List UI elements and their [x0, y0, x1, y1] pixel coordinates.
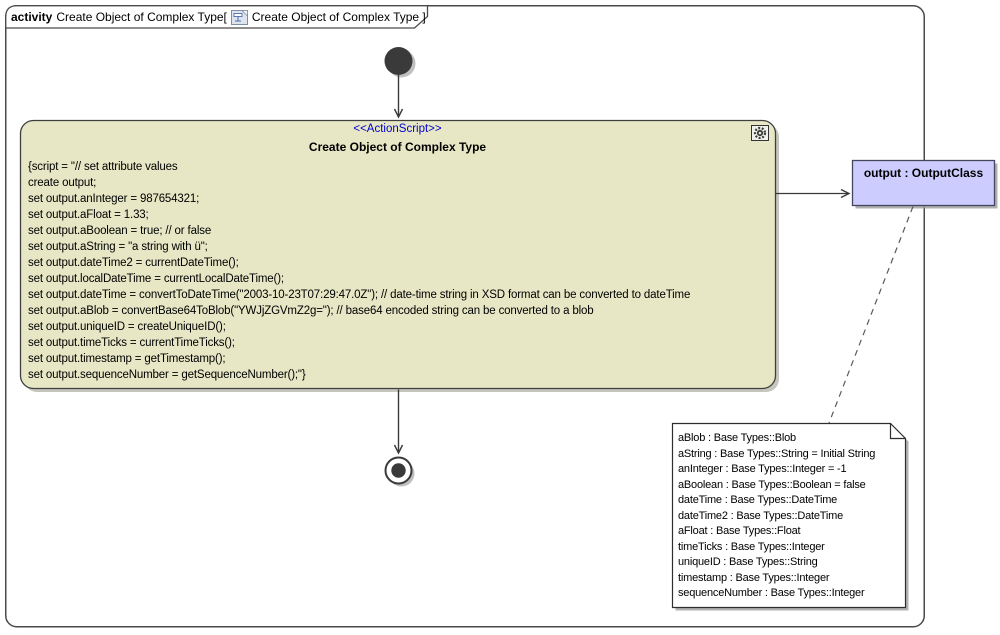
activity-diagram-icon	[230, 9, 248, 25]
script-line: set output.timeTicks = currentTimeTicks(…	[28, 337, 235, 349]
script-line: set output.aBoolean = true; // or false	[28, 225, 212, 237]
frame-diagram-name: Create Object of Complex Type ]	[251, 10, 426, 24]
script-line: set output.aBlob = convertBase64ToBlob("…	[28, 305, 594, 317]
note-line: sequenceNumber : Base Types::Integer	[678, 587, 865, 599]
initial-node[interactable]	[384, 47, 413, 75]
action-script-body: {script = "// set attribute values creat…	[28, 159, 770, 383]
output-object-label: output : OutputClass	[863, 166, 984, 180]
activity-final-node[interactable]	[384, 456, 415, 487]
action-name: Create Object of Complex Type	[308, 140, 487, 154]
script-line: set output.anInteger = 987654321;	[28, 193, 200, 205]
action-stereotype: <<ActionScript>>	[353, 123, 442, 135]
script-line: set output.aFloat = 1.33;	[28, 209, 149, 221]
note-line: uniqueID : Base Types::String	[678, 556, 818, 568]
note-anchor-line[interactable]	[828, 206, 914, 424]
note-line: timeTicks : Base Types::Integer	[678, 540, 825, 553]
note-line: aBlob : Base Types::Blob	[678, 432, 796, 444]
note[interactable]	[671, 422, 907, 609]
action-node[interactable]	[19, 119, 777, 390]
note-line: dateTime : Base Types::DateTime	[678, 494, 838, 506]
note-line: aBoolean : Base Types::Boolean = false	[678, 478, 866, 491]
note-line: timestamp : Base Types::Integer	[678, 571, 830, 584]
script-line: set output.dateTime2 = currentDateTime()…	[28, 257, 239, 269]
output-object-node[interactable]	[851, 159, 996, 207]
note-line: anInteger : Base Types::Integer = -1	[678, 463, 847, 475]
script-line: set output.aString = "a string with ü";	[28, 241, 208, 253]
script-line: set output.sequenceNumber = getSequenceN…	[28, 369, 306, 381]
script-line: set output.timestamp = getTimestamp();	[28, 353, 226, 365]
script-line: {script = "// set attribute values	[28, 161, 178, 173]
gear-icon	[751, 125, 769, 141]
note-line: aFloat : Base Types::Float	[678, 525, 801, 537]
note-body: aBlob : Base Types::Blob aString : Base …	[678, 431, 904, 602]
note-line: aString : Base Types::String = Initial S…	[678, 447, 876, 460]
script-line: set output.localDateTime = currentLocalD…	[28, 273, 284, 285]
script-line: create output;	[28, 177, 97, 189]
frame-title: activity Create Object of Complex Type[ …	[11, 9, 426, 25]
frame-name: Create Object of Complex Type[	[56, 10, 227, 24]
note-fold-corner	[889, 423, 906, 440]
note-line: dateTime2 : Base Types::DateTime	[678, 509, 843, 522]
frame-title-tab	[5, 5, 429, 29]
script-line: set output.uniqueID = createUniqueID();	[28, 321, 226, 333]
script-line: set output.dateTime = convertToDateTime(…	[28, 289, 691, 301]
frame-keyword: activity	[11, 10, 53, 24]
